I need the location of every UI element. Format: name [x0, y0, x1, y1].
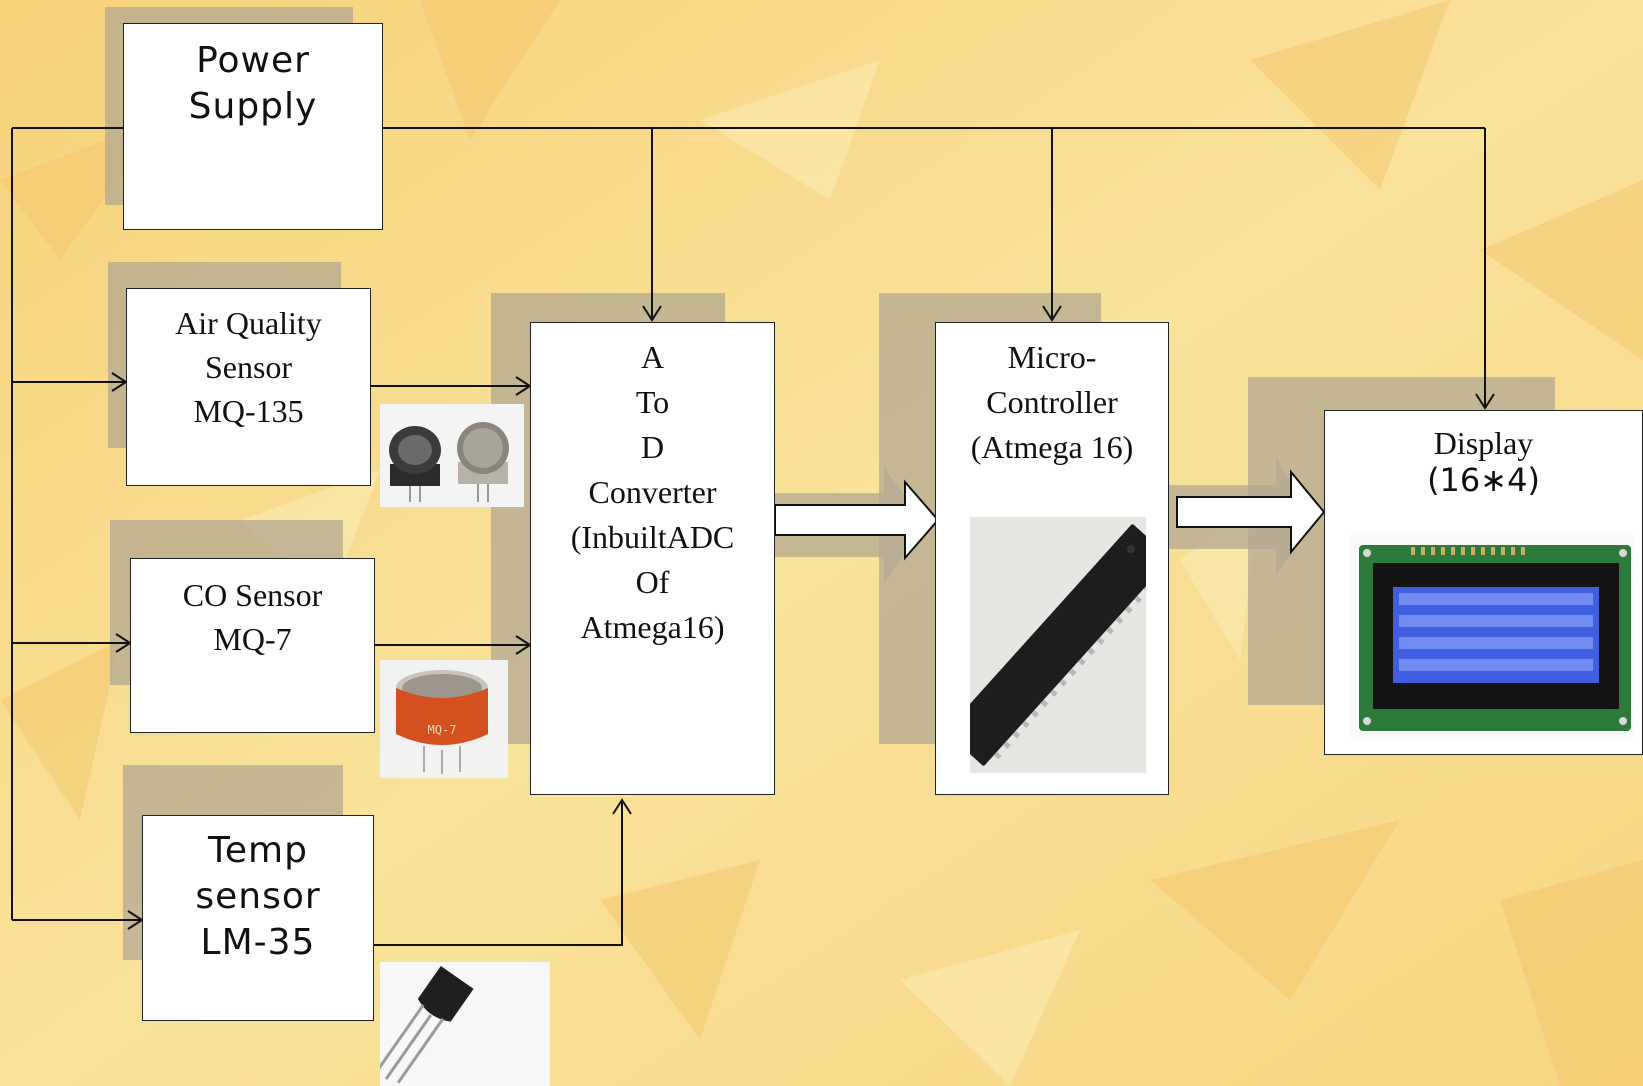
mq7-sensor-photo: MQ-7	[380, 660, 508, 778]
adc-block: A To D Converter (InbuiltADC Of Atmega16…	[530, 322, 775, 795]
power-supply-label: Power Supply	[188, 40, 318, 127]
lcd-16x4-photo	[1351, 535, 1635, 737]
air-quality-sensor-block: Air Quality Sensor MQ-135	[126, 288, 371, 486]
mq135-sensor-photo	[380, 404, 524, 507]
adc-label: A To D Converter (InbuiltADC Of Atmega16…	[570, 339, 735, 645]
micro-controller-label: Micro- Controller (Atmega 16)	[970, 339, 1134, 465]
mq7-marking: MQ-7	[428, 723, 457, 737]
display-block: Display (16∗4)	[1324, 410, 1643, 755]
temp-sensor-label: Temp sensor LM-35	[195, 830, 321, 963]
atmega16-chip-photo	[970, 517, 1146, 773]
air-quality-sensor-label: Air Quality Sensor MQ-135	[175, 305, 322, 429]
co-sensor-block: CO Sensor MQ-7	[130, 558, 375, 733]
micro-controller-block: Micro- Controller (Atmega 16)	[935, 322, 1169, 795]
adc-to-mcu-arrow	[774, 479, 940, 561]
lm35-sensor-photo	[380, 962, 550, 1086]
display-title: Display	[1433, 425, 1534, 461]
temp-sensor-block: Temp sensor LM-35	[142, 815, 374, 1021]
display-size: (16∗4)	[1427, 461, 1540, 499]
mcu-to-display-arrow	[1176, 469, 1326, 555]
power-supply-block: Power Supply	[123, 23, 383, 230]
co-sensor-label: CO Sensor MQ-7	[182, 577, 323, 657]
